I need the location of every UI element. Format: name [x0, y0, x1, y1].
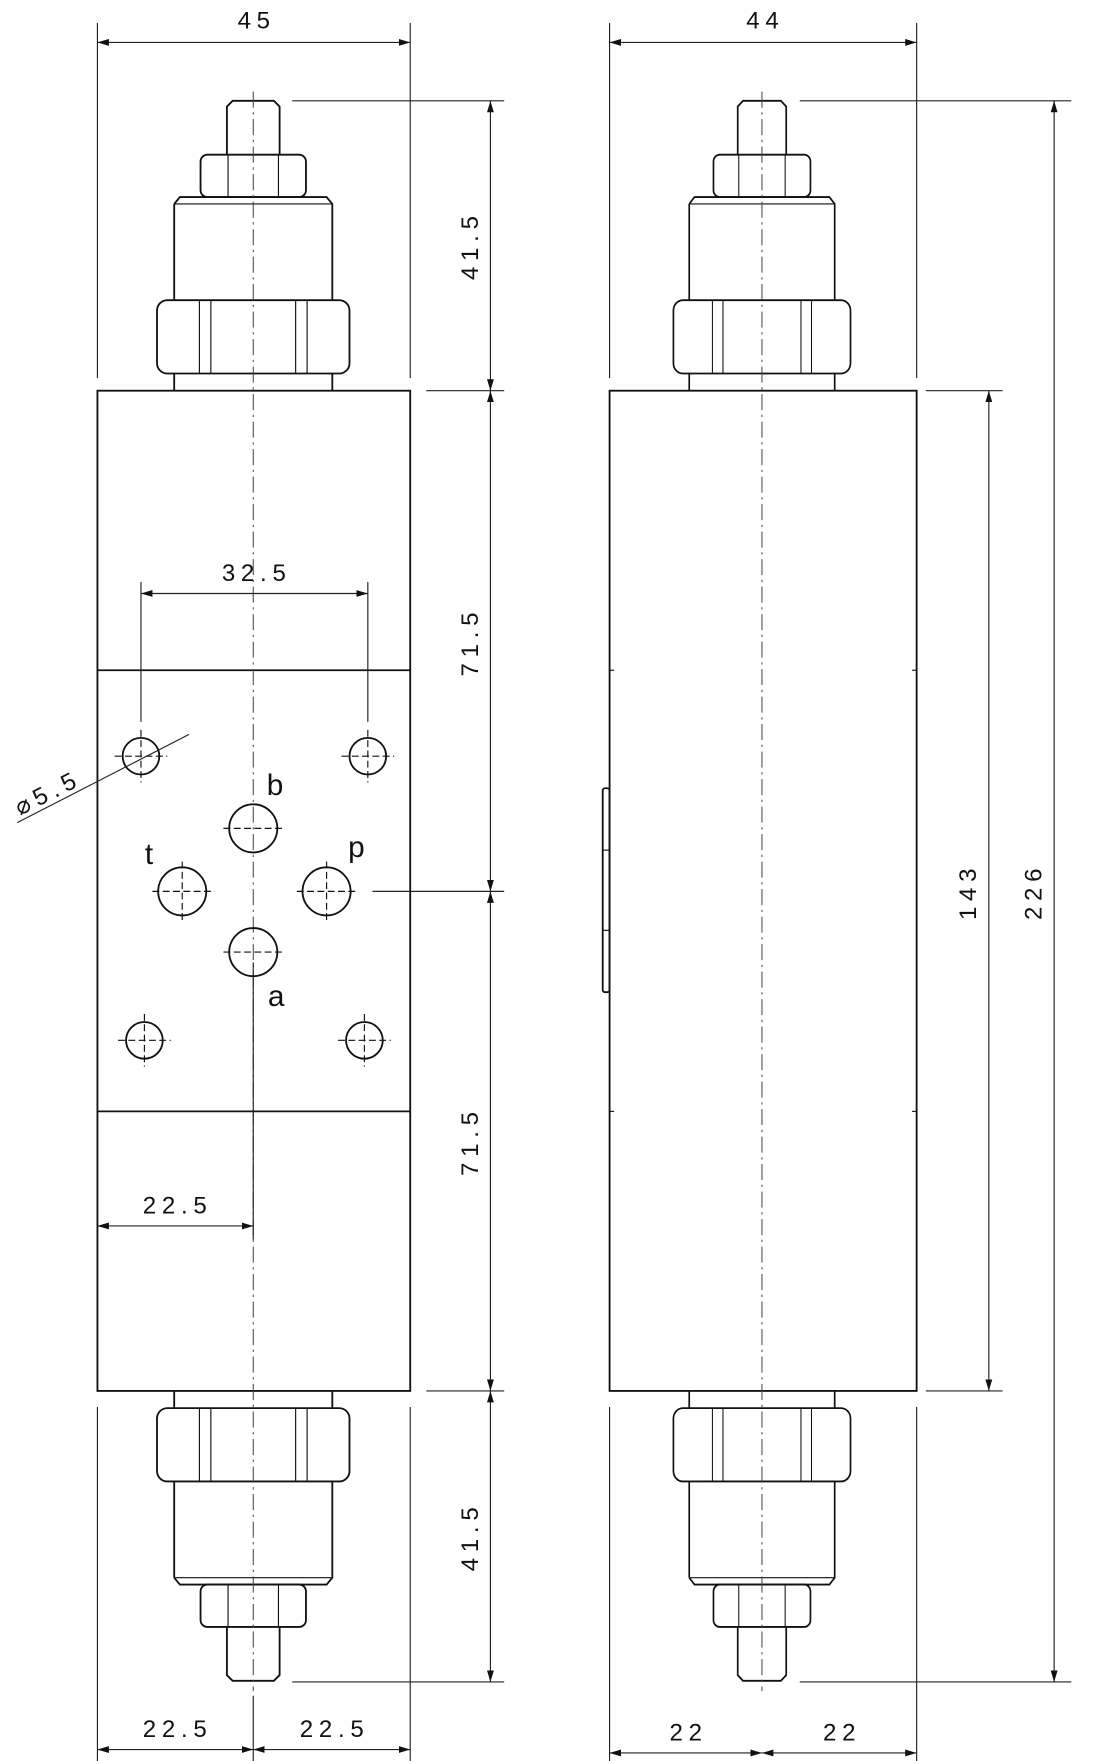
valve-body	[96, 389, 412, 1392]
front-view: b t p a 45 32.5 22.5 ⌀5.5 41.5 71.5 71.5…	[11, 8, 505, 1761]
dim-center-offset: 22.5	[143, 1192, 213, 1219]
dim-width-45: 45	[238, 8, 276, 35]
port-label-t: t	[145, 838, 154, 871]
mounting-holes	[114, 729, 395, 1067]
port-label-b: b	[267, 769, 284, 802]
port-label-p: p	[348, 831, 365, 864]
dim-lower-height: 71.5	[457, 1106, 484, 1176]
dim-upper-height: 71.5	[457, 607, 484, 677]
side-tab	[601, 787, 611, 994]
side-body	[608, 389, 918, 1392]
dim-bottom-right: 22.5	[300, 1716, 370, 1743]
port-holes	[152, 803, 357, 978]
port-label-a: a	[268, 980, 285, 1013]
dim-top-height: 41.5	[457, 210, 484, 280]
dim-total-height-226: 226	[1021, 863, 1048, 920]
dim-body-height-143: 143	[955, 863, 982, 920]
dim-hole-diameter: ⌀5.5	[11, 765, 86, 821]
side-view: 44 143 226 22 22	[601, 8, 1072, 1761]
dim-side-width-44: 44	[746, 8, 784, 35]
dim-hole-spacing: 32.5	[222, 560, 292, 587]
dim-bottom-left: 22.5	[143, 1716, 213, 1743]
dim-bottom-height: 41.5	[457, 1502, 484, 1572]
dim-side-bottom-left: 22	[670, 1719, 708, 1746]
dim-side-bottom-right: 22	[823, 1719, 861, 1746]
